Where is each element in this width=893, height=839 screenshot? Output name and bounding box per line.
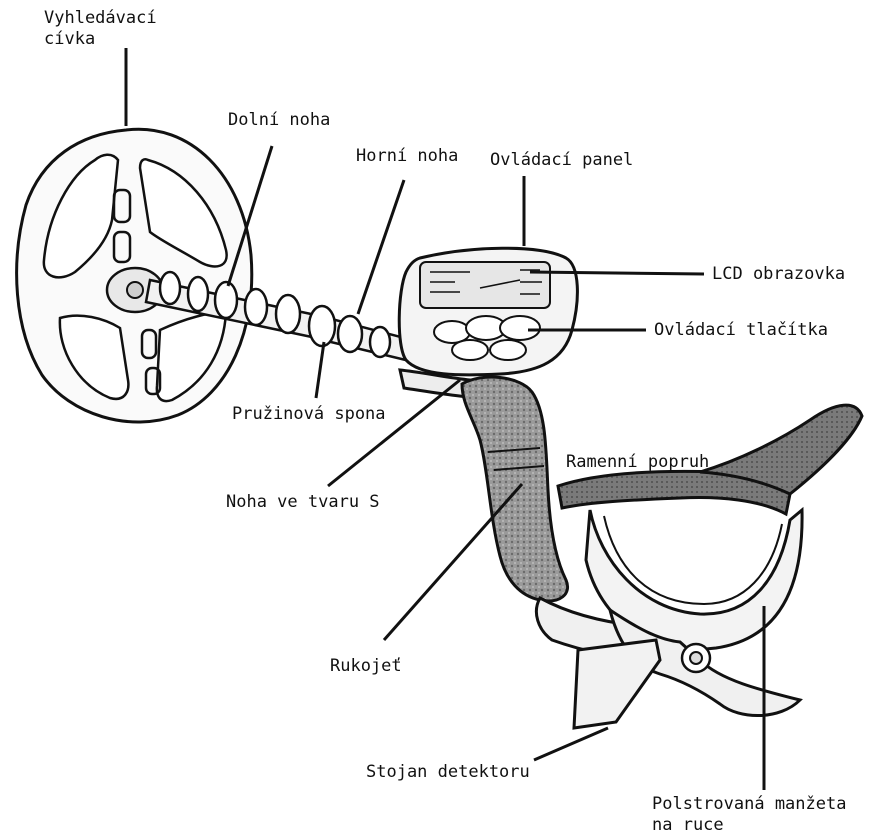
control-box-drawing — [399, 248, 577, 375]
spring-clip-ring-6 — [309, 306, 335, 346]
control-button-3 — [500, 316, 540, 340]
label-detector-stand: Stojan detektoru — [366, 762, 530, 783]
detector-stand-drawing — [574, 640, 660, 728]
label-lcd-screen: LCD obrazovka — [712, 264, 845, 285]
label-padded-cuff-line-1: Polstrovaná manžeta — [652, 794, 846, 815]
spring-clip-ring-2 — [188, 277, 208, 311]
leader-detector-stand — [534, 728, 608, 760]
handle-grip — [462, 377, 568, 601]
label-search-coil: Vyhledávací cívka — [44, 8, 157, 50]
leader-lcd-screen — [530, 272, 704, 274]
spring-clip-ring-8 — [370, 327, 390, 357]
leader-upper-leg — [358, 180, 404, 314]
spring-clip-ring-5 — [276, 295, 300, 333]
control-button-5 — [490, 340, 526, 360]
label-search-coil-line-2: cívka — [44, 29, 157, 50]
lcd-screen-drawing — [420, 262, 550, 308]
label-control-buttons: Ovládací tlačítka — [654, 320, 828, 341]
spring-clip-ring-1 — [160, 272, 180, 304]
coil-hub-bolt — [127, 282, 143, 298]
detector-stand — [574, 640, 660, 728]
label-spring-clip: Pružinová spona — [232, 404, 386, 425]
label-padded-cuff: Polstrovaná manžeta na ruce — [652, 794, 846, 836]
search-coil-drawing — [17, 129, 252, 422]
label-shoulder-strap: Ramenní popruh — [566, 452, 709, 473]
cuff-bolt-center — [690, 652, 702, 664]
label-search-coil-line-1: Vyhledávací — [44, 8, 157, 29]
label-control-panel: Ovládací panel — [490, 150, 633, 171]
label-padded-cuff-line-2: na ruce — [652, 815, 846, 836]
label-handle: Rukojeť — [330, 656, 402, 677]
leader-s-shaped-leg — [328, 380, 460, 486]
label-upper-leg: Horní noha — [356, 146, 458, 167]
spring-clip-ring-7 — [338, 316, 362, 352]
spring-clip-ring-3 — [215, 282, 237, 318]
control-button-4 — [452, 340, 488, 360]
leader-spring-clip — [316, 342, 324, 398]
label-s-shaped-leg: Noha ve tvaru S — [226, 492, 380, 513]
spring-clip-ring-4 — [245, 289, 267, 325]
label-lower-leg: Dolní noha — [228, 110, 330, 131]
